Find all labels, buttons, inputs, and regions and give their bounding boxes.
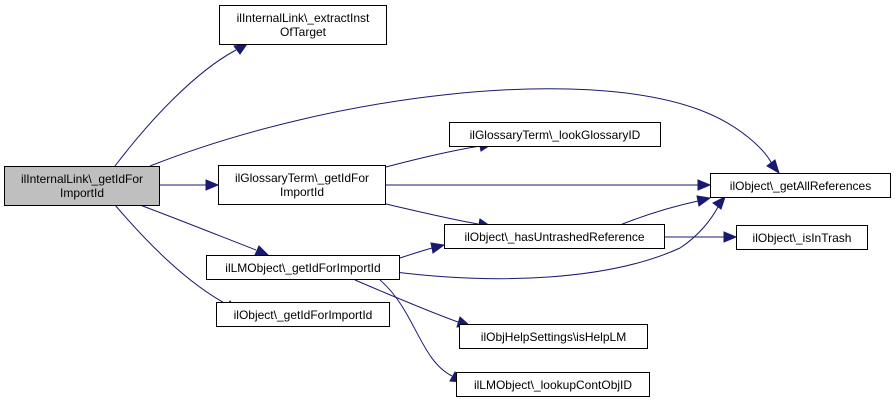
node-label: ilObjHelpSettings\isHelpLM [480,329,627,344]
edge-lm-to-lookup [379,279,453,377]
edge-arrowhead [697,179,712,191]
edge-arrowhead [766,159,780,175]
node-objhelpsettings-ishelplm[interactable]: ilObjHelpSettings\isHelpLM [459,324,648,349]
edge-arrowhead [430,242,446,254]
edge-arrowhead [696,195,712,207]
edge-arrowhead [712,196,726,210]
node-object-getidforimportid[interactable]: ilObject\_getIdForImportId [216,302,390,327]
node-label: ilLMObject\_getIdForImportId [225,260,381,275]
node-label: ilObject\_getIdForImportId [233,307,373,322]
node-glossaryterm-lookglossaryid[interactable]: ilGlossaryTerm\_lookGlossaryID [449,122,661,147]
node-lmobject-lookupcontobjid[interactable]: ilLMObject\_lookupContObjID [456,372,650,397]
node-label: ilLMObject\_lookupContObjID [473,377,633,392]
edge-root-to-lm [139,204,257,251]
edge-lm-to-untrashed [399,247,433,259]
edge-root-to-allrefs [149,88,773,167]
edge-root-to-objget [114,204,229,306]
node-label-line1: ilInternalLink\_extractInst [236,11,370,25]
node-label: ilObject\_hasUntrashedReference [464,229,645,244]
node-object-hasuntrashedreference[interactable]: ilObject\_hasUntrashedReference [444,224,665,249]
node-label-line2: ImportId [279,185,324,199]
node-glossaryterm-getidforimportid[interactable]: ilGlossaryTerm\_getIdFor ImportId [218,165,386,205]
edge-arrowhead [205,179,220,191]
edge-glossary-to-look [385,145,481,168]
edge-arrowhead [254,245,270,256]
node-internallink-getidforimportid: ilInternalLink\_getIdFor ImportId [4,166,160,206]
node-lmobject-getidforimportid[interactable]: ilLMObject\_getIdForImportId [206,255,400,280]
edge-lm-to-helplm [354,279,459,323]
edge-arrowhead [233,43,249,55]
node-label-line1: ilInternalLink\_getIdFor [20,172,144,186]
edge-untrashed-to-allrefs [619,200,699,226]
node-label-line1: ilGlossaryTerm\_getIdFor [234,171,370,185]
edge-lm-to-allrefs [394,206,719,280]
node-label: ilGlossaryTerm\_lookGlossaryID [469,127,641,142]
node-label: ilObject\_getAllReferences [729,178,872,193]
node-label-line2: OfTarget [279,25,327,39]
node-label: ilObject\_isInTrash [752,230,852,245]
node-internallink-extractinstoftarget[interactable]: ilInternalLink\_extractInst OfTarget [219,5,387,45]
node-object-getallreferences[interactable]: ilObject\_getAllReferences [710,173,891,198]
node-object-isintrash[interactable]: ilObject\_isInTrash [736,225,868,250]
edge-arrowhead [723,231,738,243]
node-label-line2: ImportId [59,186,104,200]
edge-glossary-to-untrashed [385,203,479,225]
edge-root-to-extract [114,49,237,167]
